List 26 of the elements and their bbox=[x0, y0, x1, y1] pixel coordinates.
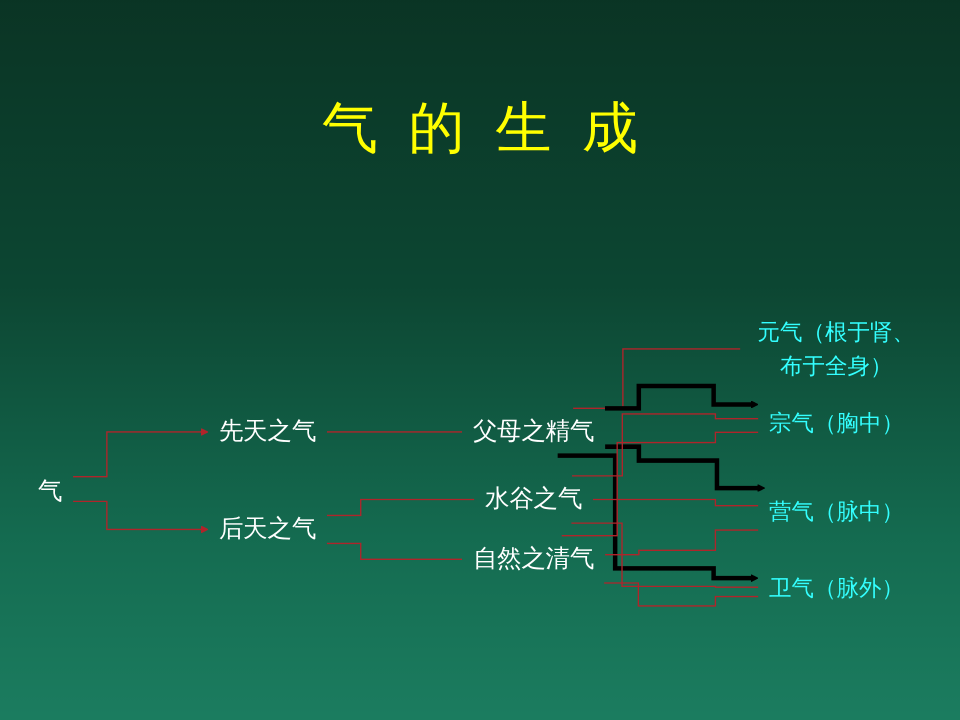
node-text: 先天之气 bbox=[218, 417, 316, 446]
arrow bbox=[605, 444, 766, 492]
node-text: 卫气（脉外） bbox=[768, 574, 904, 601]
node-text: 自然之清气 bbox=[472, 544, 594, 573]
connector bbox=[326, 542, 462, 560]
arrow bbox=[73, 500, 208, 534]
connector bbox=[572, 413, 758, 477]
node-text: 营气（脉中） bbox=[768, 498, 904, 524]
node-text: 后天之气 bbox=[218, 514, 316, 543]
connector bbox=[326, 431, 462, 433]
connector bbox=[571, 522, 758, 588]
node-text: 元气（根于肾、布于全身） bbox=[758, 318, 916, 379]
node-text: 宗气（胸中） bbox=[768, 410, 904, 436]
arrow bbox=[73, 428, 208, 478]
connector bbox=[592, 498, 758, 506]
connector bbox=[562, 432, 758, 536]
node-text: 父母之精气 bbox=[472, 417, 594, 446]
arrow bbox=[604, 384, 759, 411]
arrow bbox=[558, 453, 759, 582]
connector bbox=[604, 582, 758, 607]
connector bbox=[573, 348, 740, 410]
connector bbox=[605, 529, 758, 556]
title: 气的生成 bbox=[320, 95, 670, 162]
node-text: 气 bbox=[38, 477, 62, 506]
node-text: 水谷之气 bbox=[484, 484, 582, 513]
connector bbox=[326, 498, 474, 516]
